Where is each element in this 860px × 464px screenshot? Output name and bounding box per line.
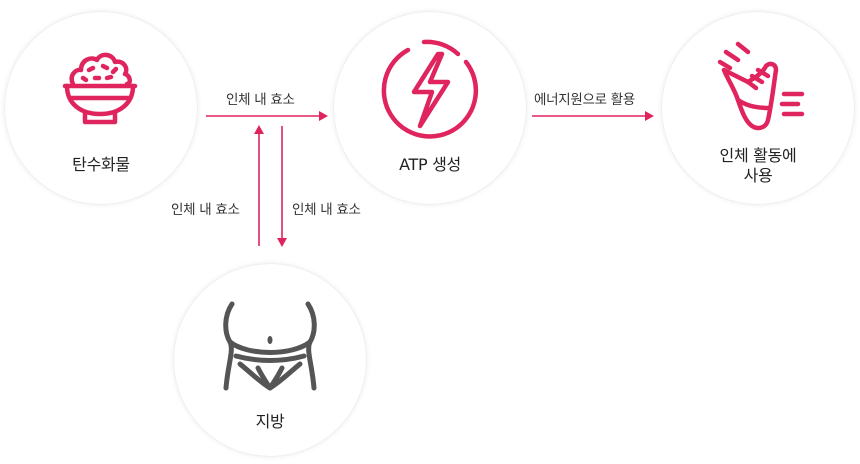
node-activity: 인체 활동에 사용 [662, 12, 854, 204]
edge-label-atp-to-activity: 에너지원으로 활용 [534, 92, 635, 108]
node-carbohydrate: 탄수화물 [5, 12, 197, 204]
node-fat: 지방 [174, 264, 366, 456]
node-label-fat: 지방 [255, 412, 285, 431]
lightning-bolt-icon [381, 39, 479, 139]
node-label-carbohydrate: 탄수화물 [72, 155, 130, 174]
arrowhead-carb-to-fat [277, 238, 287, 247]
node-label-activity-line1: 인체 활동에 [719, 146, 797, 165]
edge-label-carb-to-fat: 인체 내 효소 [292, 202, 361, 218]
arrowhead-atp-to-activity [645, 111, 654, 121]
arrowhead-fat-to-carb [254, 125, 264, 134]
running-shoe-icon [717, 41, 805, 131]
rice-bowl-icon [62, 52, 138, 125]
node-atp: ATP 생성 [334, 12, 526, 204]
edge-label-fat-to-carb: 인체 내 효소 [171, 202, 240, 218]
belly-icon [223, 301, 317, 391]
node-label-atp: ATP 생성 [399, 155, 461, 174]
arrowhead-carb-to-atp [319, 111, 328, 121]
node-label-activity-line2: 사용 [743, 166, 773, 185]
edge-label-carb-to-atp: 인체 내 효소 [226, 92, 295, 108]
